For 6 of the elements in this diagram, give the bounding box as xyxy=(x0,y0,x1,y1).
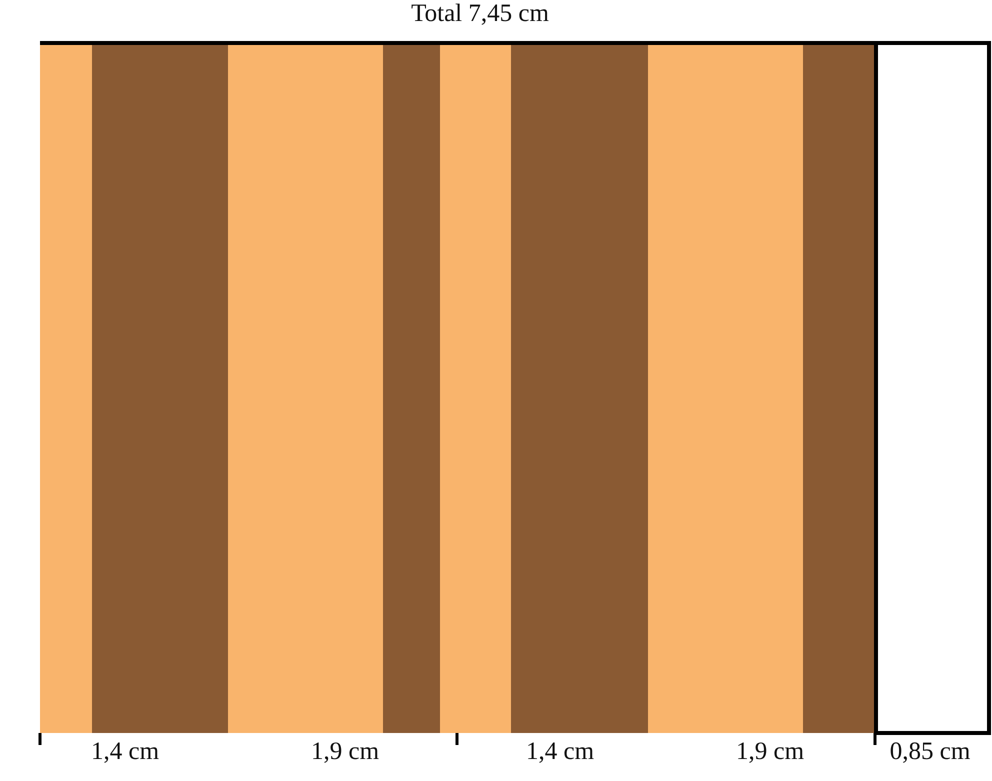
dimension-label: 1,9 cm xyxy=(736,738,804,766)
dimension-label: 1,9 cm xyxy=(310,738,380,766)
dimension-label: 1,4 cm xyxy=(526,738,594,766)
dimension-label: 0,85 cm xyxy=(890,738,970,766)
dimension-label: 1,4 cm xyxy=(90,738,160,766)
dimension-label: Total 7,45 cm xyxy=(411,0,549,28)
